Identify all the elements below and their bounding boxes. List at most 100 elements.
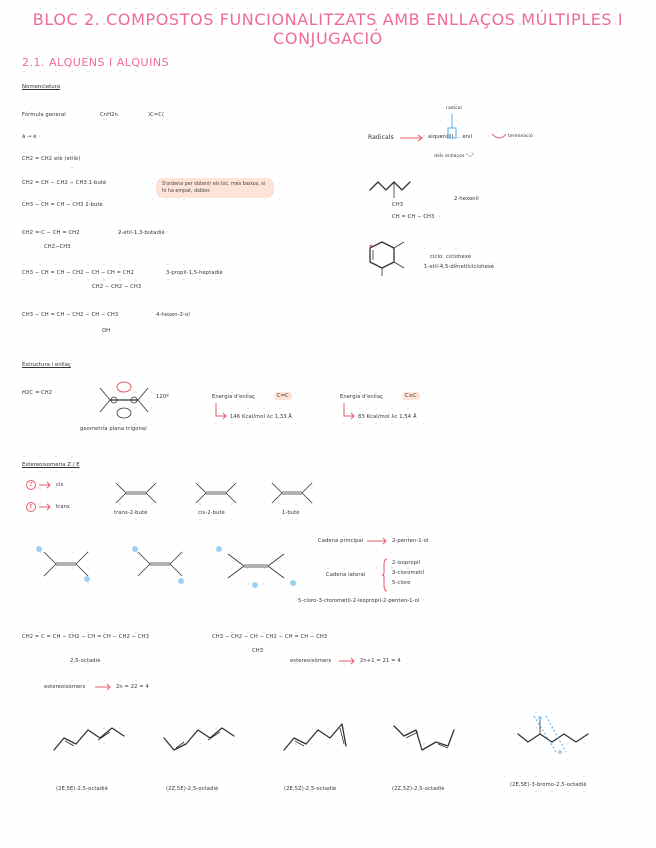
- diene2-formula: CH3 − CH2 − CH − CH2 − CH = CH − CH3: [212, 634, 328, 640]
- full-iupac-name: 5-cloro-3-clorometil-2-isopropil-2-pente…: [298, 598, 420, 604]
- example-6-name: 4-hexen-2-ol: [156, 312, 190, 318]
- priority-example-3-icon: [227, 553, 285, 579]
- bottom-name-1: (2E,5E)-2,5-octadiè: [56, 786, 109, 792]
- estereo-arrow-icon: [95, 683, 111, 691]
- bottom-name-5: (2E,5E)-3-bromo-2,5-octadiè: [510, 782, 587, 788]
- estereoisomers2-value: 2n+1 = 21 = 4: [360, 658, 401, 664]
- bromo-octadiene-icon: [517, 715, 589, 754]
- isomeria-heading: Estereoisomeria Z / E: [22, 462, 80, 468]
- estructura-heading: Estructura i enllaç: [22, 362, 71, 368]
- section-title: 2.1. ALQUENS I ALQUINS: [22, 56, 170, 69]
- estereoisomers-value: 2n = 22 = 4: [116, 684, 149, 690]
- nomenclatura-heading: Nomenclatura: [22, 84, 61, 90]
- e-marker: E: [26, 502, 36, 512]
- bottom-name-3: (2E,5Z)-2,5-octadiè: [284, 786, 337, 792]
- ethene-formula: H2C = CH2: [22, 390, 53, 396]
- radical-formula: alquen(il) ... enil: [428, 134, 473, 140]
- energy-1-label: Energia d'enllaç: [212, 394, 256, 400]
- z-arrow-icon: [39, 481, 51, 489]
- radical-bottom-label: dels enllaços "=": [434, 154, 475, 159]
- estereo2-arrow-icon: [339, 657, 355, 665]
- energy-1-arrow-icon: [215, 403, 227, 420]
- energy-1-bond: C=C: [274, 392, 292, 400]
- example-6: CH3 − CH = CH − CH2 − CH − CH3: [22, 312, 119, 318]
- energy-2-label: Energia d'enllaç: [340, 394, 384, 400]
- diene-name: 2,5-octadiè: [70, 658, 101, 664]
- energy-1-value: 146 Kcal/mol λc 1,33 Å: [230, 414, 293, 420]
- example-1: CH2 = CH2 etè (etilè): [22, 156, 81, 162]
- energy-2-value: 83 Kcal/mol λc 1,54 Å: [358, 414, 417, 420]
- radical-right-label: terminació: [508, 134, 534, 139]
- example-4-name: 2-etil-1,3-butadiè: [118, 230, 165, 236]
- bottom-name-4: (2Z,5Z)-2,5-octadiè: [392, 786, 445, 792]
- estereoisomers-label: estereoisòmers: [44, 684, 86, 690]
- octadiene-ez-icon: [283, 723, 347, 751]
- example-3: CH3 − CH = CH − CH3 2-butè: [22, 202, 103, 208]
- general-formula-label: Fórmula general: [22, 112, 66, 118]
- e-label: trans: [56, 504, 70, 510]
- page-title: BLOC 2. COMPOSTOS FUNCIONALITZATS AMB EN…: [32, 10, 624, 48]
- priority-example-2-icon: [137, 551, 183, 577]
- radical-annotation-icon: [447, 114, 507, 139]
- radicals-label: Radicals: [368, 134, 394, 141]
- lateral-item: 3-clorometil: [392, 570, 425, 576]
- geometry-label: geometria plana trigonal: [80, 426, 147, 432]
- priority-bubble: [290, 580, 296, 586]
- diene-formula: CH2 = C = CH − CH2 − CH = CH − CH2 − CH3: [22, 634, 149, 640]
- priority-bubble: [36, 546, 42, 552]
- skeletal-bottom: CH = CH − CH3: [392, 214, 435, 220]
- butene-icon: [271, 482, 313, 504]
- priority-example-1-icon: [43, 551, 89, 577]
- trans-name: trans-2-butè: [114, 510, 148, 516]
- lateral-item: 5-cloro: [392, 580, 411, 586]
- skeletal-ch3: CH3: [392, 202, 404, 208]
- cis-butene-icon: [195, 482, 237, 504]
- bond-symbol: )C=C(: [148, 112, 165, 118]
- suffix-rule: à → è: [22, 134, 37, 140]
- energy-2-bond: C≡C: [402, 392, 420, 400]
- example-4-branch: CH2−CH3: [44, 244, 71, 250]
- energy-2-arrow-icon: [343, 403, 355, 420]
- priority-bubble: [216, 546, 222, 552]
- brace-icon: [381, 558, 388, 592]
- cadena-lateral-label: Cadena lateral: [326, 572, 366, 578]
- cadena-principal-label: Cadena principal: [318, 538, 364, 544]
- z-marker: Z: [26, 480, 36, 490]
- arrow-icon: [400, 134, 423, 142]
- cadena-principal-result: 2-penten-1-ol: [392, 538, 429, 544]
- example-5-branch: CH2 − CH2 − CH3: [92, 284, 142, 290]
- example-5: CH3 − CH = CH − CH2 − CH − CH = CH2: [22, 270, 134, 276]
- trans-butene-icon: [115, 482, 157, 504]
- orbital-diagram-icon: [99, 381, 149, 419]
- priority-bubble: [84, 576, 90, 582]
- cyclo-name-1: ciclo: ciclohexè: [430, 254, 472, 260]
- cyclo-name-2: 1-etil-4,5-dimetilciclohexè: [424, 264, 495, 270]
- principal-arrow-icon: [367, 537, 387, 545]
- octadiene-ee-icon: [53, 727, 125, 751]
- estereoisomers2-label: estereoisòmers: [290, 658, 332, 664]
- example-6-branch: OH: [102, 328, 111, 334]
- octadiene-zz-icon: [393, 725, 455, 751]
- priority-bubble: [178, 578, 184, 584]
- priority-bubble: [252, 582, 258, 588]
- angle-value: 120º: [156, 394, 169, 400]
- priority-bubble: [132, 546, 138, 552]
- general-formula: CnH2n: [100, 112, 118, 118]
- radical-top-label: radical: [446, 106, 462, 111]
- cis-name: cis-2-butè: [198, 510, 225, 516]
- z-label: cis: [56, 482, 64, 488]
- octadiene-ze-icon: [163, 727, 235, 751]
- lateral-item: 2-isopropil: [392, 560, 421, 566]
- example-2: CH2 = CH − CH2 − CH3 1-butè: [22, 180, 107, 186]
- cyclohexene-icon: [369, 241, 405, 276]
- ordering-note: S'ordena per obtenir els loc. més baixos…: [156, 178, 274, 198]
- diene2-branch: CH3: [252, 648, 264, 654]
- example-5-name: 3-propil-1,5-heptadiè: [166, 270, 223, 276]
- butene-name: 1-butè: [282, 510, 300, 516]
- example-4: CH2 = C − CH = CH2: [22, 230, 80, 236]
- bottom-name-2: (2Z,5E)-2,5-octadiè: [166, 786, 219, 792]
- skeletal-structure-icon: [369, 181, 411, 198]
- skeletal-name: 2-hexenil: [454, 196, 479, 202]
- e-arrow-icon: [39, 503, 51, 511]
